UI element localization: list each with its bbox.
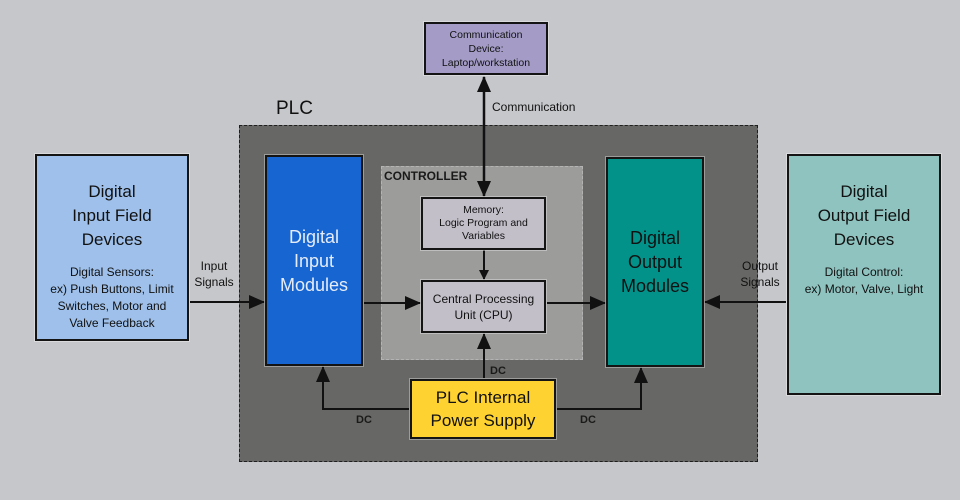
input-field-title-1: Digital	[88, 182, 136, 201]
input-modules-line-2: Input	[293, 250, 335, 271]
dc-cpu-label: DC	[490, 365, 506, 377]
output-modules-line-3: Modules	[620, 276, 690, 296]
output-signals-label: Output Signals	[737, 258, 783, 290]
dc-output-arrow	[557, 367, 648, 410]
input-signals-line-2: Signals	[194, 275, 234, 289]
input-field-desc-3: Switches, Motor and	[57, 299, 167, 313]
dc-input-arrow	[316, 366, 409, 410]
output-field-title-3: Devices	[833, 230, 895, 249]
output-signals-line-2: Signals	[740, 275, 780, 289]
input-signals-label: Input Signals	[194, 258, 234, 290]
dc-left-label: DC	[356, 414, 372, 426]
output-modules-line-1: Digital	[629, 228, 681, 248]
comm-device-line-3: Laptop/workstation	[441, 56, 531, 69]
input-signals-line-1: Input	[200, 259, 228, 273]
memory-line-3: Variables	[462, 230, 505, 242]
communication-label: Communication	[492, 100, 576, 114]
input-modules-line-1: Digital	[288, 226, 340, 247]
power-supply-line-2: Power Supply	[430, 411, 536, 430]
input-field-desc-2: ex) Push Buttons, Limit	[50, 282, 174, 296]
controller-label: CONTROLLER	[384, 169, 468, 183]
input-field-title-3: Devices	[81, 230, 143, 249]
cpu-line-2: Unit (CPU)	[454, 307, 513, 322]
digital-input-modules-box: Digital Input Modules	[265, 155, 363, 366]
input-field-desc-1: Digital Sensors:	[69, 265, 155, 279]
memory-line-1: Memory:	[463, 204, 504, 216]
input-field-devices-box: Digital Input Field Devices Digital Sens…	[35, 154, 189, 341]
input-modules-line-3: Modules	[279, 274, 349, 295]
cpu-line-1: Central Processing	[432, 291, 535, 306]
comm-device-line-1: Communication	[449, 28, 523, 41]
plc-label: PLC	[276, 98, 313, 119]
output-field-desc-2: ex) Motor, Valve, Light	[804, 282, 924, 296]
memory-box: Memory: Logic Program and Variables	[421, 197, 546, 250]
input-field-title-2: Input Field	[72, 206, 152, 225]
output-modules-line-2: Output	[627, 252, 683, 272]
output-field-title-1: Digital	[840, 182, 888, 201]
output-field-devices-box: Digital Output Field Devices Digital Con…	[787, 154, 941, 395]
input-field-desc-4: Valve Feedback	[69, 316, 155, 330]
dc-right-label: DC	[580, 414, 596, 426]
digital-output-modules-box: Digital Output Modules	[606, 157, 704, 367]
power-supply-box: PLC Internal Power Supply	[410, 379, 556, 439]
communication-device-box: Communication Device: Laptop/workstation	[424, 22, 548, 75]
output-field-desc-1: Digital Control:	[824, 265, 904, 279]
power-supply-line-1: PLC Internal	[435, 388, 531, 407]
cpu-box: Central Processing Unit (CPU)	[421, 280, 546, 333]
comm-device-line-2: Device:	[468, 42, 504, 55]
output-signals-line-1: Output	[741, 259, 779, 273]
memory-line-2: Logic Program and	[439, 217, 528, 229]
output-field-title-2: Output Field	[817, 206, 911, 225]
